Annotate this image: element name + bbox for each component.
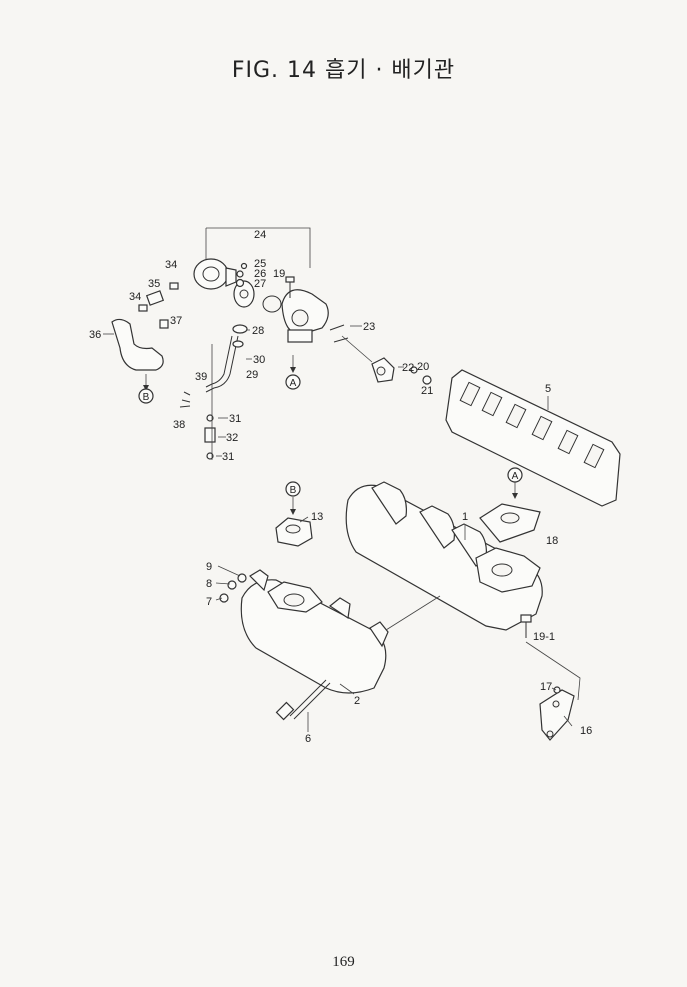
part-label: 36 [89, 329, 101, 341]
part-label: 39 [195, 371, 207, 383]
part-label: 17 [540, 681, 552, 693]
part-label: 6 [305, 733, 311, 745]
part-label: 5 [545, 383, 551, 395]
reference-letter-b: B [290, 485, 297, 496]
part-label: 1 [462, 511, 468, 523]
exhaust-manifold [345, 481, 543, 638]
part-label: 25 [254, 258, 266, 270]
part-label: 9 [206, 561, 212, 573]
reference-letter-b: B [143, 392, 150, 403]
figure-title: FIG. 14 흡기 · 배기관 [231, 58, 456, 83]
manifold-gasket [445, 369, 621, 507]
part-label: 30 [253, 354, 265, 366]
reference-arrows [143, 355, 518, 515]
reference-marker-a-manifold: A [507, 467, 523, 483]
reference-marker-b-hose: B [138, 388, 154, 404]
part-label: 34 [129, 291, 141, 303]
part-label: 35 [148, 278, 160, 290]
exhaust-flange-gasket [371, 357, 432, 385]
reference-letter-a: A [512, 471, 519, 482]
part-label: 27 [254, 278, 266, 290]
part-label: 29 [246, 369, 258, 381]
assembly-lines [211, 335, 581, 701]
part-label: 19 [273, 268, 285, 280]
part-label: 16 [580, 725, 592, 737]
part-label: 31 [222, 451, 234, 463]
part-label: 34 [165, 259, 177, 271]
part-label: 26 [254, 268, 266, 280]
part-label: 28 [252, 325, 264, 337]
part-label: 32 [226, 432, 238, 444]
part-label: 24 [254, 229, 266, 241]
part-label: 19-1 [533, 631, 555, 643]
turbocharger-assembly [193, 227, 349, 343]
part-label: 7 [206, 596, 212, 608]
part-label: 31 [229, 413, 241, 425]
intake-manifold [219, 517, 389, 721]
reference-marker-a-turbo: A [285, 374, 301, 390]
intake-hose [111, 282, 179, 371]
part-label: 23 [363, 321, 375, 333]
part-label: 38 [173, 419, 185, 431]
part-label: 18 [546, 535, 558, 547]
part-number-labels: 1 2 5 6 7 8 9 13 16 17 18 19 19-1 20 21 … [89, 229, 592, 745]
part-label: 37 [170, 315, 182, 327]
part-label: 8 [206, 578, 212, 590]
part-label: 20 [417, 361, 429, 373]
page-number: 169 [332, 954, 355, 970]
reference-letter-a: A [290, 378, 297, 389]
part-label: 13 [311, 511, 323, 523]
part-label: 22 [402, 362, 414, 374]
part-label: 21 [421, 385, 433, 397]
reference-marker-b-manifold: B [285, 481, 301, 497]
bracket [539, 686, 575, 741]
label-leaders [103, 325, 573, 732]
part-label: 2 [354, 695, 360, 707]
